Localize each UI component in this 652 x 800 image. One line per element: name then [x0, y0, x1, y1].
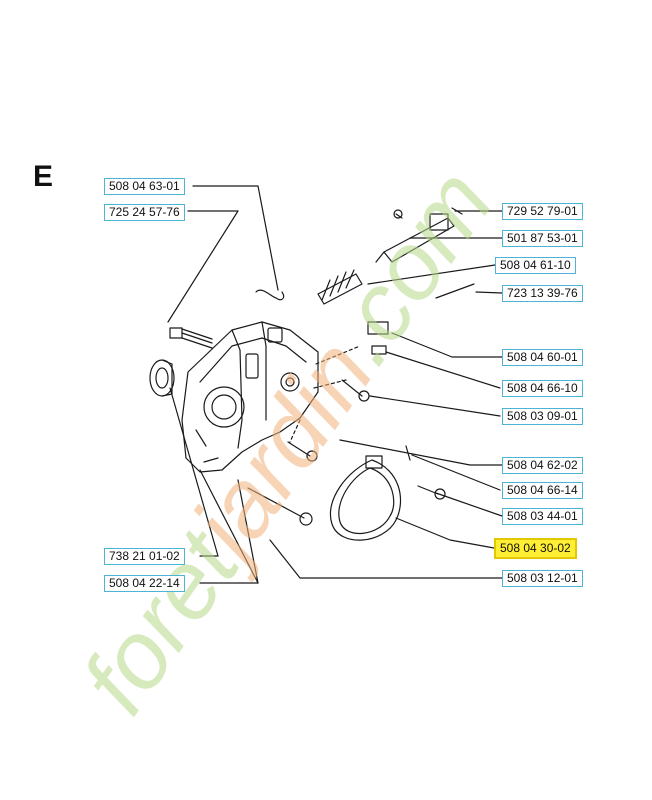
part-label-738-21-01-02[interactable]: 738 21 01-02 — [104, 548, 185, 565]
oil-pump-assembly — [375, 207, 463, 263]
part-label-508-04-66-10[interactable]: 508 04 66-10 — [502, 380, 583, 397]
part-label-508-04-61-10[interactable]: 508 04 61-10 — [495, 257, 576, 274]
part-label-508-04-66-14[interactable]: 508 04 66-14 — [502, 482, 583, 499]
tensioner-band — [329, 455, 402, 541]
spring-clip — [255, 289, 285, 301]
part-label-501-87-53-01[interactable]: 501 87 53-01 — [502, 230, 583, 247]
part-label-508-04-62-02[interactable]: 508 04 62-02 — [502, 457, 583, 474]
part-label-508-03-12-01[interactable]: 508 03 12-01 — [502, 570, 583, 587]
screws — [247, 379, 446, 526]
leader-lines — [167, 185, 503, 584]
screw-pin — [435, 283, 475, 299]
part-label-508-04-22-14[interactable]: 508 04 22-14 — [104, 575, 185, 592]
coil-spring — [317, 269, 363, 305]
part-label-723-13-39-76[interactable]: 723 13 39-76 — [502, 285, 583, 302]
section-letter: E — [33, 160, 54, 193]
crankcase-body — [181, 321, 319, 473]
part-label-508-03-44-01[interactable]: 508 03 44-01 — [502, 508, 583, 525]
part-label-729-52-79-01[interactable]: 729 52 79-01 — [502, 203, 583, 220]
bolt-upper-left — [169, 327, 213, 349]
part-label-508-04-30-02[interactable]: 508 04 30-02 — [494, 538, 577, 559]
construction-lines — [289, 345, 361, 443]
pin-piece — [371, 345, 387, 355]
plate-piece — [367, 321, 389, 335]
part-label-508-04-60-01[interactable]: 508 04 60-01 — [502, 349, 583, 366]
part-label-508-04-63-01[interactable]: 508 04 63-01 — [104, 178, 185, 195]
seal-ring — [149, 359, 175, 397]
part-label-725-24-57-76[interactable]: 725 24 57-76 — [104, 204, 185, 221]
part-label-508-03-09-01[interactable]: 508 03 09-01 — [502, 408, 583, 425]
